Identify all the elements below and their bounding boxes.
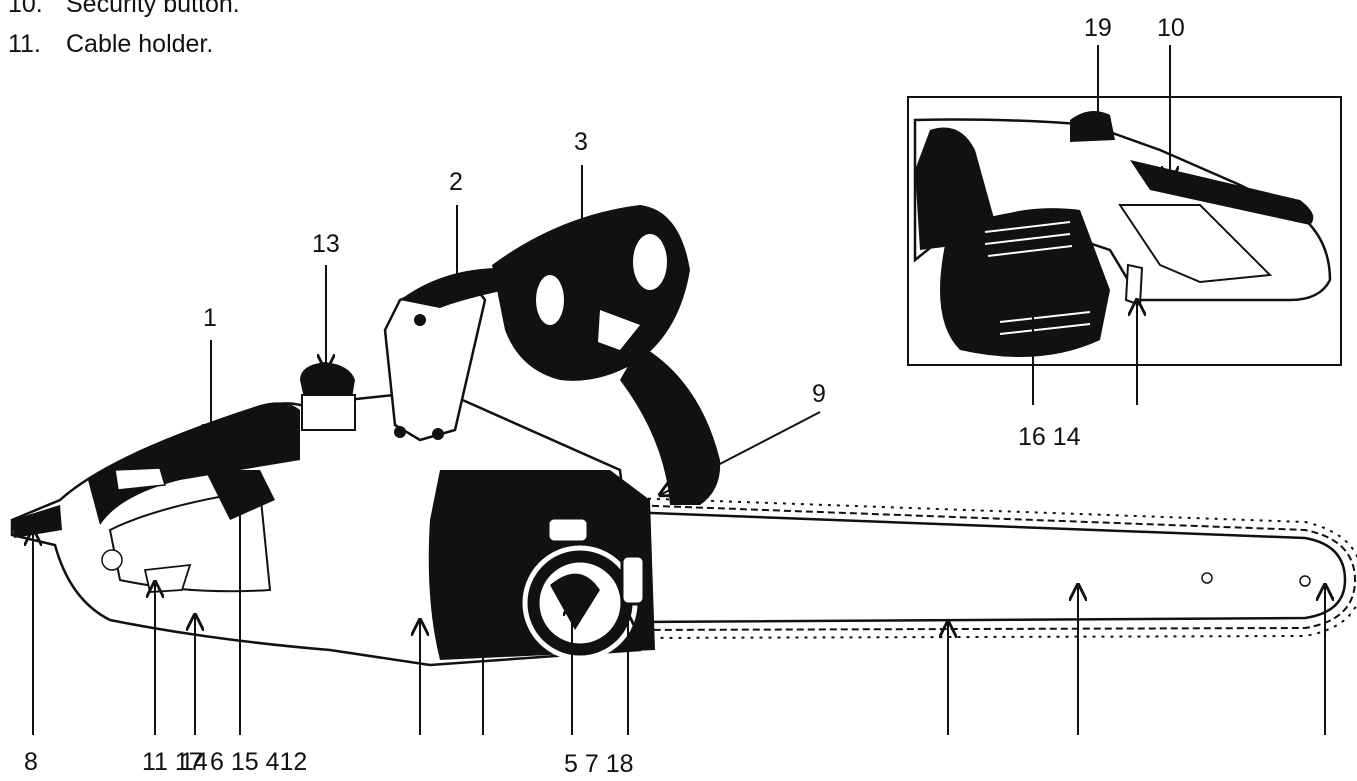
sprocket-cover — [428, 470, 655, 661]
callout-arrows — [33, 45, 1325, 735]
callout-2: 2 — [449, 168, 463, 196]
callout-6-15-4-12: 6 15 412 — [210, 748, 307, 776]
callout-13: 13 — [312, 230, 340, 258]
callout-9: 9 — [812, 380, 826, 408]
legend-number: 10. — [8, 0, 43, 18]
callout-1: 1 — [203, 304, 217, 332]
legend-item-10: 10. Security button. — [8, 0, 240, 19]
callout-3: 3 — [574, 128, 588, 156]
callout-16-14: 16 14 — [1018, 423, 1081, 451]
legend-text: Security button. — [66, 0, 240, 18]
guide-bar — [623, 497, 1357, 639]
callout-10: 10 — [1157, 14, 1185, 42]
oil-cap — [300, 362, 356, 431]
callout-11-17: 11 17 — [142, 748, 203, 776]
inset-detail-view — [907, 96, 1342, 366]
hand-guard — [492, 205, 721, 505]
callout-19: 19 — [1084, 14, 1112, 42]
legend-number: 11. — [8, 30, 41, 58]
callout-5-7-18: 5 7 18 — [564, 750, 634, 778]
callout-14-overlap: 14 — [180, 748, 208, 776]
legend-item-11: 11. Cable holder. — [8, 30, 213, 59]
callout-8: 8 — [24, 748, 38, 776]
legend-text: Cable holder. — [66, 30, 214, 58]
